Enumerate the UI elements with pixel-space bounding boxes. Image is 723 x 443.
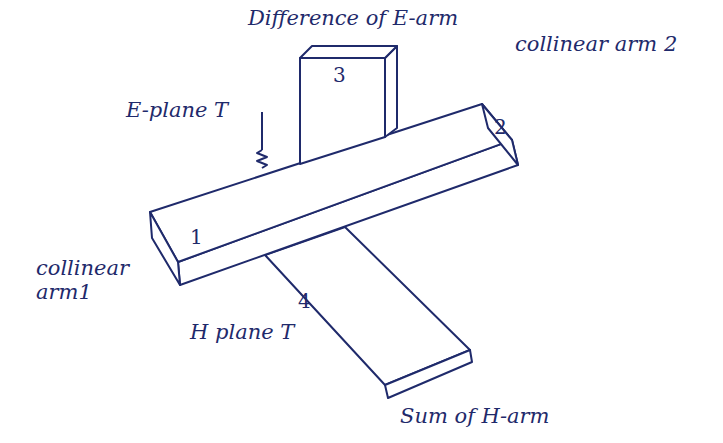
screw-shaft	[261, 112, 263, 150]
collinear-arm-1-end	[150, 212, 180, 285]
tee-label: H plane T	[190, 320, 294, 344]
screw-thread	[257, 150, 267, 168]
arm-label: collinear arm 2	[515, 32, 677, 56]
arm-label: Difference of E-arm	[248, 6, 458, 30]
h-arm	[265, 227, 470, 385]
tee-label: E-plane T	[126, 98, 228, 122]
arm-label: Sum of H-arm	[400, 404, 549, 428]
collinear-arm-2-end	[482, 104, 518, 165]
callout-number: 2	[494, 116, 507, 139]
e-arm-top	[300, 46, 397, 58]
arm-label: collinear arm1	[36, 256, 148, 304]
callout-number: 4	[298, 290, 311, 313]
e-arm-front	[300, 58, 385, 164]
e-arm-side	[385, 46, 397, 137]
callout-number: 3	[333, 64, 346, 87]
h-arm-end	[385, 350, 472, 398]
callout-number: 1	[190, 226, 203, 249]
